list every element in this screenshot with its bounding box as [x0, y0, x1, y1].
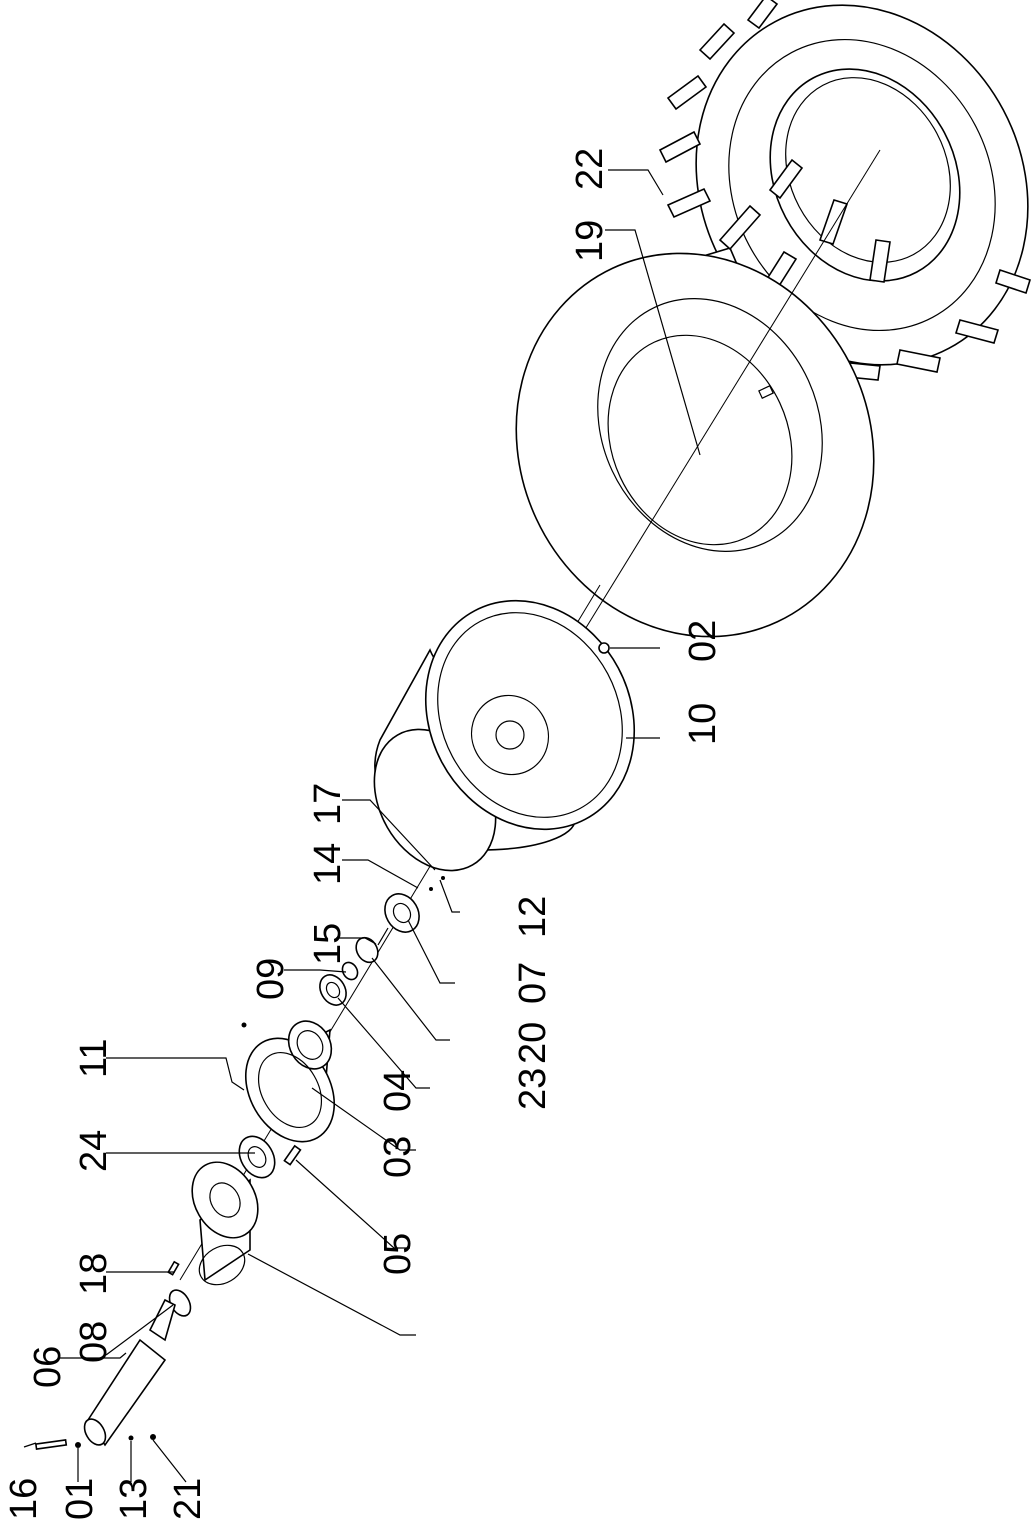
label-18: 18	[73, 1253, 115, 1295]
label-11: 11	[73, 1039, 115, 1078]
bearing-24	[238, 1135, 276, 1179]
label-08: 08	[73, 1321, 115, 1363]
bolt	[283, 1144, 302, 1166]
label-06: 06	[27, 1346, 69, 1388]
washer-20	[355, 936, 379, 964]
label-07: 07	[512, 962, 554, 1004]
bearing-23	[319, 974, 347, 1006]
tube	[515, 252, 875, 638]
label-21: 21	[167, 1478, 209, 1520]
label-14: 14	[307, 843, 349, 885]
axle-spindle	[83, 1298, 176, 1447]
label-04: 04	[377, 1070, 419, 1112]
part-labels: 22 19 02 10 17 14 12 15 07 09 20 11 23 0…	[3, 148, 724, 1520]
label-09: 09	[250, 958, 292, 1000]
label-01: 01	[59, 1478, 101, 1520]
nut-07	[384, 893, 420, 933]
label-02: 02	[682, 620, 724, 662]
label-05: 05	[377, 1233, 419, 1275]
small-fasteners	[34, 1434, 156, 1450]
washer-09	[341, 961, 359, 981]
valve	[598, 642, 610, 654]
grease-nipples	[241, 876, 445, 1028]
label-19: 19	[569, 220, 611, 262]
label-12: 12	[512, 896, 554, 938]
label-22: 22	[569, 148, 611, 190]
label-23: 23	[512, 1068, 554, 1110]
pin-18	[167, 1260, 180, 1276]
split-pin-15	[377, 927, 389, 946]
label-15: 15	[307, 923, 349, 965]
label-03: 03	[377, 1136, 419, 1178]
label-20: 20	[512, 1022, 554, 1064]
hub	[244, 1020, 336, 1143]
rim	[373, 599, 636, 872]
label-13: 13	[113, 1478, 155, 1520]
label-24: 24	[73, 1130, 115, 1172]
housing	[191, 1161, 259, 1286]
label-10: 10	[682, 703, 724, 745]
leader-lines	[23, 169, 701, 1483]
label-17: 17	[307, 783, 349, 825]
label-16: 16	[3, 1478, 45, 1520]
